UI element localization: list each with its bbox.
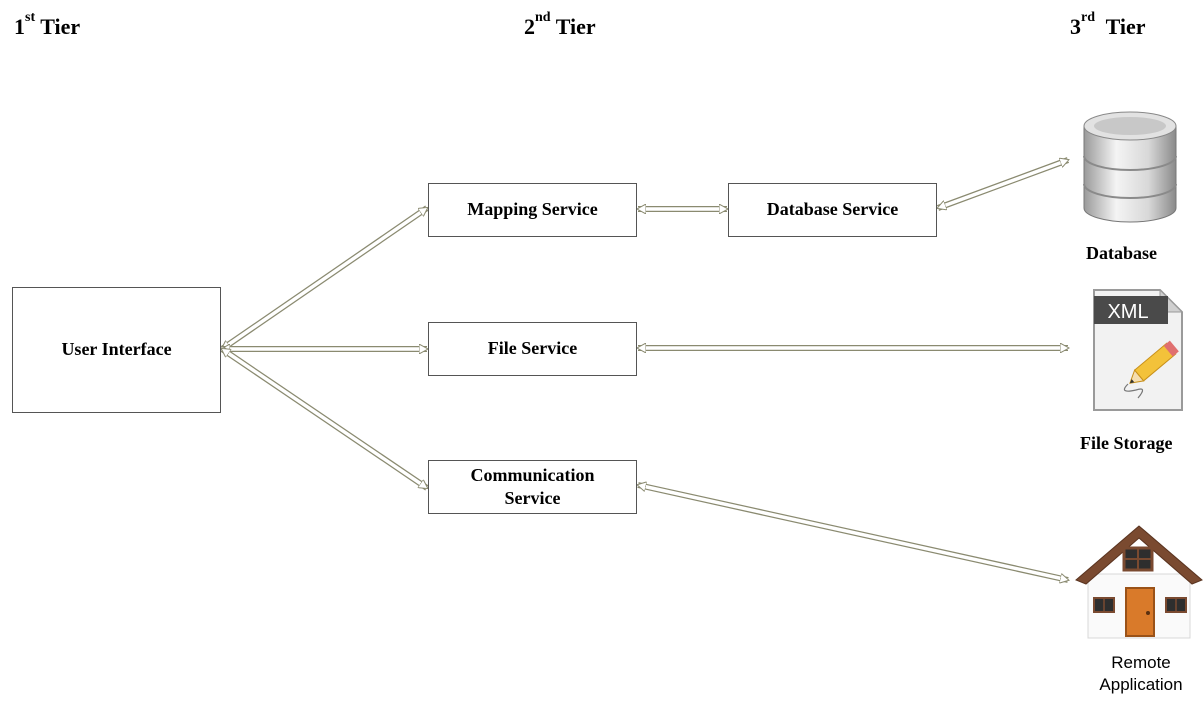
house-icon [1075,525,1203,639]
arrow-communication-to-remote [638,485,1068,580]
database-label: Database [1086,243,1157,263]
database-cylinder-icon [1083,111,1177,223]
arrow-ui-to-mapping [220,205,429,352]
file-storage-label: File Storage [1080,433,1173,453]
xml-file-icon: XML [1093,288,1184,411]
file-service-label: File Service [487,338,578,359]
tier-1-heading: 1st Tier [14,10,81,39]
tier-3-heading: 3rd Tier [1070,10,1146,39]
arrow-database-service-to-database [938,157,1068,211]
file-service-box: File Service [428,322,637,376]
database-service-label: Database Service [766,199,899,220]
svg-text:XML: XML [1107,301,1148,323]
tier-2-heading: 2nd Tier [524,10,596,39]
user-interface-label: User Interface [61,339,172,360]
user-interface-box: User Interface [12,287,221,413]
mapping-service-label: Mapping Service [467,199,598,220]
mapping-service-box: Mapping Service [428,183,637,237]
arrow-ui-to-communication [220,346,429,491]
database-service-box: Database Service [728,183,937,237]
